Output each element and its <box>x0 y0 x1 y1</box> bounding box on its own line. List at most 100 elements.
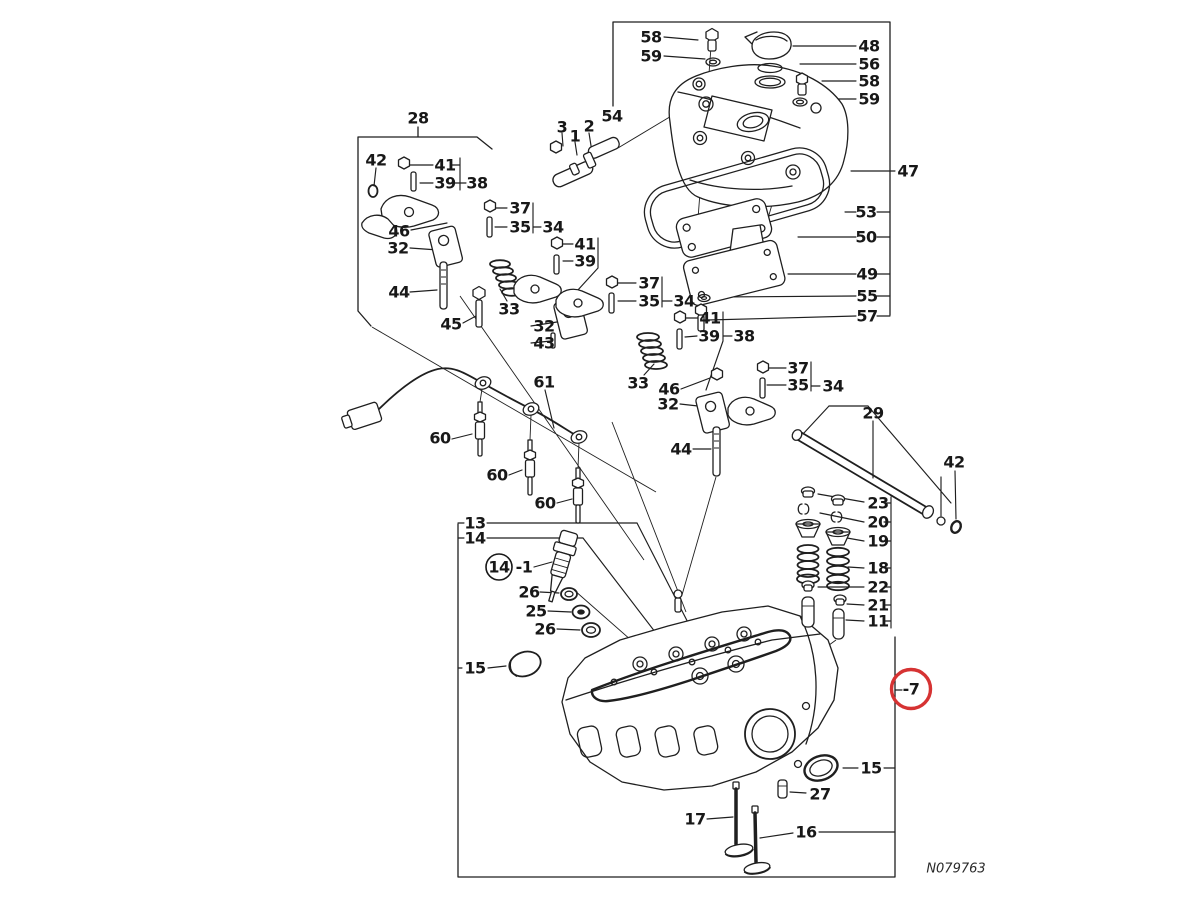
part-callout-27: 27 <box>809 785 830 804</box>
bracket-lines <box>451 157 952 629</box>
stud-43 <box>550 332 556 349</box>
part-callout-53: 53 <box>855 203 876 222</box>
part-callout-56: 56 <box>858 55 880 74</box>
part-callout-17: 17 <box>684 810 705 829</box>
nut-3 <box>549 140 563 154</box>
part-callout-25: 25 <box>525 602 547 621</box>
part-callout-37: 37 <box>638 274 659 293</box>
part-callout-41: 41 <box>434 156 456 175</box>
part-callout-1: 1 <box>570 127 581 146</box>
reference-boxes <box>357 21 896 878</box>
part-callout-32: 32 <box>387 239 408 258</box>
part-callout-2: 2 <box>584 117 595 136</box>
part-callout-37: 37 <box>509 199 530 218</box>
part-callout-33: 33 <box>498 300 519 319</box>
part-callout-34: 34 <box>822 377 844 396</box>
cup-plug-15 <box>508 650 542 678</box>
part-callout-3: 3 <box>557 118 568 137</box>
box-cylinder-head-group <box>457 523 896 878</box>
part-callout-19: 19 <box>867 532 889 551</box>
head-outlet-port <box>744 708 796 760</box>
part-callout-42: 42 <box>365 151 386 170</box>
part-callout-26: 26 <box>518 583 540 602</box>
part-callout-26: 26 <box>534 620 556 639</box>
stud-44 <box>439 261 448 310</box>
exhaust-valve-16 <box>743 805 771 875</box>
part-callout-7: -7 <box>903 680 920 699</box>
washer-55 <box>697 293 711 303</box>
part-callout-60: 60 <box>534 494 556 513</box>
glow-plug-harness-61 <box>341 367 588 469</box>
part-callout-59: 59 <box>858 90 880 109</box>
o-ring-42 <box>367 184 379 198</box>
part-callout-32: 32 <box>533 317 554 336</box>
breather-pipe-54 <box>549 136 620 188</box>
push-rod-stud-44 <box>712 426 721 477</box>
bolt-45 <box>472 285 486 301</box>
box-valve-cover-group <box>612 21 891 316</box>
highlight-circle <box>889 667 933 711</box>
part-callout-22: 22 <box>867 578 888 597</box>
o-ring-42b <box>949 520 963 534</box>
part-callout-38: 38 <box>733 327 755 346</box>
circled-number <box>485 553 513 581</box>
nut-41 <box>397 156 411 170</box>
part-callout-18: 18 <box>867 559 889 578</box>
part-callout-49: 49 <box>856 265 878 284</box>
cover-raised-panel <box>703 95 773 142</box>
head-gasket-edge <box>590 629 792 703</box>
part-callout-46: 46 <box>658 380 680 399</box>
part-callout-50: 50 <box>855 228 877 247</box>
part-callout-15: 15 <box>860 759 882 778</box>
part-callout-60: 60 <box>486 466 508 485</box>
stud-39 <box>410 171 417 192</box>
part-callout-47: 47 <box>897 162 918 181</box>
part-callout-59: 59 <box>640 47 662 66</box>
part-callout-45: 45 <box>440 315 462 334</box>
port-seal-15 <box>803 754 839 782</box>
part-callout-1: -1 <box>516 558 533 577</box>
part-callout-44: 44 <box>670 440 692 459</box>
cylinder-head-7 <box>561 589 839 791</box>
part-callout-13: 13 <box>464 514 485 533</box>
part-callout-14: 14 <box>464 529 486 548</box>
fuel-injector-1 <box>548 529 601 638</box>
part-callout-60: 60 <box>429 429 451 448</box>
part-callout-44: 44 <box>388 283 410 302</box>
part-callout-16: 16 <box>795 823 817 842</box>
valve-collets-20 <box>797 503 810 515</box>
part-callout-32: 32 <box>657 395 678 414</box>
valve-guide-11 <box>801 596 815 628</box>
part-callout-54: 54 <box>601 107 623 126</box>
washer-26b <box>581 622 601 638</box>
part-callout-35: 35 <box>509 218 531 237</box>
intake-valve-17 <box>724 781 754 858</box>
part-callout-39: 39 <box>574 252 596 271</box>
cover-bolts-58-59 <box>705 27 809 107</box>
part-callout-21: 21 <box>867 596 889 615</box>
part-callout-58: 58 <box>858 72 880 91</box>
part-callout-61: 61 <box>533 373 555 392</box>
rocker-cluster-left <box>361 156 589 349</box>
lock-nut-46 <box>710 367 724 381</box>
part-callout-29: 29 <box>862 404 884 423</box>
filler-seal-56 <box>754 75 786 89</box>
part-callout-42: 42 <box>943 453 964 472</box>
side-cover-49 <box>682 224 786 332</box>
part-callout-43: 43 <box>533 334 554 353</box>
part-callout-57: 57 <box>856 307 877 326</box>
part-callout-46: 46 <box>388 222 410 241</box>
dowel-pin-27 <box>777 779 788 799</box>
part-callout-41: 41 <box>699 309 721 328</box>
part-callout-48: 48 <box>858 37 880 56</box>
leader-lines <box>373 36 957 839</box>
washer-26a <box>560 587 578 601</box>
part-callout-58: 58 <box>640 28 662 47</box>
part-callout-15: 15 <box>464 659 486 678</box>
part-callout-37: 37 <box>787 359 808 378</box>
rocker-shaft-29 <box>791 429 963 534</box>
part-callout-38: 38 <box>466 174 488 193</box>
